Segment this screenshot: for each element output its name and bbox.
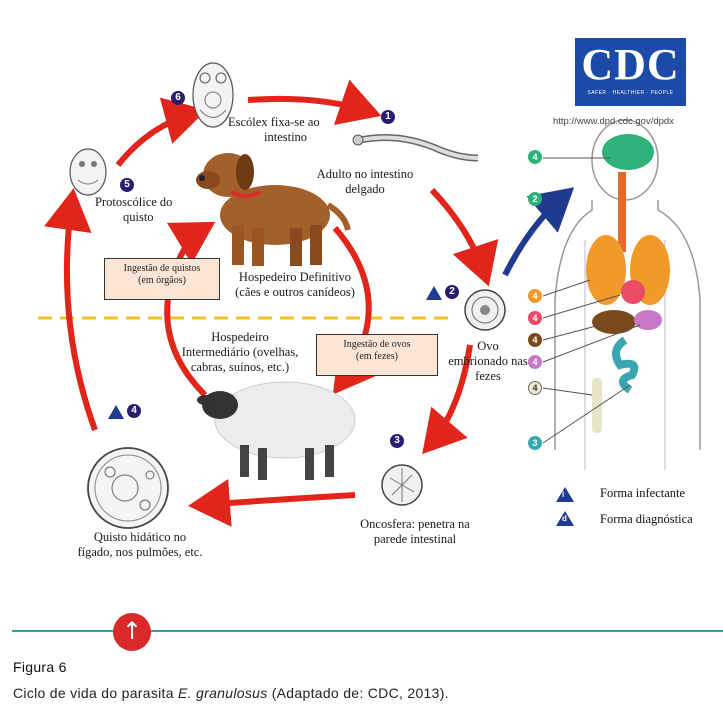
arrow-up-icon: ↑	[121, 617, 143, 645]
cyst-label-line1: Quisto hidático no	[93, 530, 187, 544]
organ-marker-heart: 4	[528, 311, 542, 325]
caption-suffix: (Adaptado de: CDC, 2013).	[267, 685, 449, 701]
infective-marker-icon	[426, 286, 442, 300]
organ-marker-brain: 4	[528, 150, 542, 164]
scolex-label: Escólex fixa-se ao intestino	[228, 115, 348, 145]
arrow-scolex-to-adult	[247, 79, 382, 126]
figure-label: Figura 6	[13, 659, 67, 675]
caption-prefix: Ciclo de vida do parasita	[13, 685, 178, 701]
egg-label-line1: Ovo	[477, 339, 499, 353]
cyst-label: Quisto hidático no fígado, nos pulmões, …	[60, 530, 220, 560]
organ-marker-lines	[542, 157, 641, 444]
cdc-url[interactable]: http://www.dpd.cdc.gov/dpdx	[553, 116, 674, 127]
legend-diagnostic-text: Forma diagnóstica	[600, 512, 693, 526]
egg-label-line3: fezes	[475, 369, 501, 383]
organ-marker-liver: 4	[528, 333, 542, 347]
human-illustration	[554, 119, 701, 470]
arrow-adult-to-egg	[429, 187, 499, 287]
arrow-protoscolex-to-scolex	[115, 97, 207, 167]
legend-infective-icon: i	[556, 487, 574, 502]
egg-illustration	[464, 289, 506, 331]
adult-worm-illustration	[352, 134, 479, 162]
arrow-oncosphere-to-cyst	[188, 478, 356, 527]
diagnostic-marker-icon	[108, 405, 124, 419]
hydatid-cyst-illustration	[87, 447, 169, 529]
definitive-host-label: Hospedeiro Definitivo (cães e outros can…	[215, 270, 375, 300]
oncosphere-label-line1: Oncosfera: penetra na	[360, 517, 470, 531]
step-3-badge: 3	[390, 434, 404, 448]
organ-marker-spleen: 4	[528, 355, 542, 369]
legend-infective-text: Forma infectante	[600, 486, 686, 500]
definitive-host-line1: Hospedeiro Definitivo	[238, 270, 352, 284]
definitive-host-line2: (cães e outros canídeos)	[235, 285, 355, 299]
scroll-up-button[interactable]: ↑	[113, 613, 151, 651]
cyst-ingestion-line1: Ingestão de quistos	[123, 263, 201, 274]
cyst-ingestion-line2: (em órgãos)	[138, 275, 186, 286]
egg-ingestion-line2: (em fezes)	[356, 351, 398, 362]
organ-marker-intestine: 3	[528, 436, 542, 450]
arrow-egg-to-oncosphere	[422, 344, 473, 455]
scolex-illustration	[192, 62, 234, 128]
protoscolex-label-line1: Protoscólice do	[95, 195, 173, 209]
step-6-badge: 6	[171, 91, 185, 105]
egg-ingestion-box: Ingestão de ovos (em fezes)	[316, 334, 438, 376]
scolex-label-line1: Escólex fixa-se ao	[228, 115, 320, 129]
cyst-ingestion-box: Ingestão de quistos (em órgãos)	[104, 258, 220, 300]
oncosphere-illustration	[381, 464, 423, 506]
step-5-badge: 5	[120, 178, 134, 192]
organ-marker-ingestion: 2	[528, 192, 542, 206]
protoscolex-label-line2: quisto	[123, 210, 154, 224]
step-2-badge: 2	[445, 285, 459, 299]
sheep-illustration	[197, 381, 356, 480]
oncosphere-label: Oncosfera: penetra na parede intestinal	[350, 517, 480, 547]
cyst-label-line2: fígado, nos pulmões, etc.	[77, 545, 203, 559]
egg-ingestion-line1: Ingestão de ovos	[343, 339, 411, 350]
caption-species: E. granulosus	[178, 685, 268, 701]
dog-illustration	[196, 153, 351, 266]
egg-label-line2: embrionado nas	[448, 354, 528, 368]
egg-label: Ovo embrionado nas fezes	[438, 339, 538, 384]
step-4-badge: 4	[127, 404, 141, 418]
protoscolex-illustration	[69, 148, 107, 196]
adult-label: Adulto no intestino delgado	[300, 167, 430, 197]
figure-caption: Ciclo de vida do parasita E. granulosus …	[13, 685, 449, 701]
adult-label-line1: Adulto no intestino	[316, 167, 414, 181]
legend-diagnostic-symbol: d	[562, 514, 567, 523]
organ-marker-bone: 4	[528, 381, 542, 395]
protoscolex-label: Protoscólice do quisto	[95, 195, 195, 225]
cdc-logo: CDC SAFER · HEALTHIER · PEOPLE	[575, 38, 686, 106]
legend-diagnostic-icon: d	[556, 511, 574, 526]
adult-label-line2: delgado	[345, 182, 385, 196]
arrow-egg-to-human	[502, 187, 575, 277]
cdc-logo-tagline: SAFER · HEALTHIER · PEOPLE	[587, 90, 674, 96]
intermediate-host-label: Hospedeiro Intermediário (ovelhas, cabra…	[160, 330, 320, 375]
cdc-logo-text: CDC	[581, 40, 680, 89]
oncosphere-label-line2: parede intestinal	[373, 532, 457, 546]
legend-infective-symbol: i	[562, 490, 565, 499]
scolex-label-line2: intestino	[264, 130, 308, 144]
life-cycle-diagram	[38, 62, 701, 529]
step-1-badge: 1	[381, 110, 395, 124]
section-divider	[12, 630, 723, 632]
intermediate-host-line1: Hospedeiro	[211, 330, 269, 344]
organ-marker-lungs: 4	[528, 289, 542, 303]
intermediate-host-line2: Intermediário (ovelhas,	[181, 345, 299, 359]
arrow-cyst-to-protoscolex	[44, 188, 98, 432]
intermediate-host-line3: cabras, suínos, etc.)	[190, 360, 290, 374]
